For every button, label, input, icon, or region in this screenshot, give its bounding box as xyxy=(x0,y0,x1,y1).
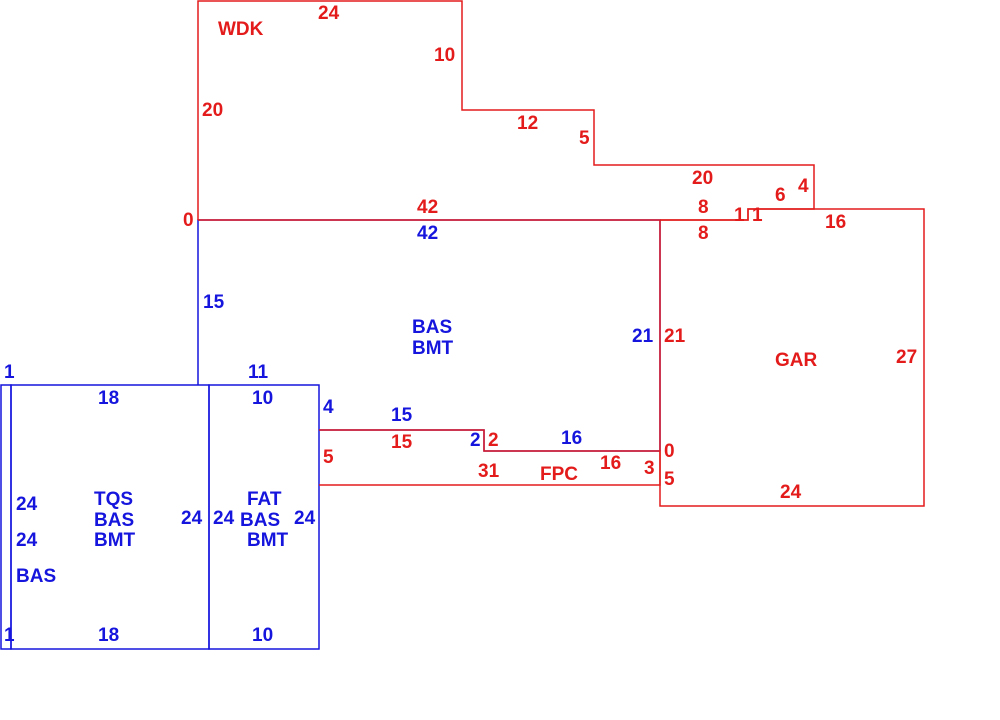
dim-fpc-step: 2 xyxy=(488,430,499,451)
dim-bas-lower-16: 16 xyxy=(561,428,582,449)
dim-left-24a: 24 xyxy=(16,494,38,515)
tqs-label-2: BAS xyxy=(94,510,134,531)
fat-label-2: BAS xyxy=(240,510,280,531)
fpc-outline xyxy=(319,429,661,486)
tqs-label-3: BMT xyxy=(94,530,136,551)
dim-step2-vert: 4 xyxy=(798,176,809,197)
dim-gar-bottom: 24 xyxy=(780,482,802,503)
bas-bmt-label-1: BAS xyxy=(412,317,452,338)
dim-step3-horiz: 6 xyxy=(775,185,786,206)
bas-left-strip xyxy=(0,384,12,650)
dim-fat-right: 24 xyxy=(294,508,316,529)
dim-bas-lower-11: 11 xyxy=(248,362,269,383)
dim-wdk-right-upper: 10 xyxy=(434,45,455,66)
dim-gar-right: 27 xyxy=(896,347,917,368)
fat-label-1: FAT xyxy=(247,489,282,510)
dim-fpc-right: 3 xyxy=(644,458,655,479)
dim-bas-lower-4: 4 xyxy=(323,397,334,418)
dim-left-24b: 24 xyxy=(16,530,38,551)
dim-origin: 0 xyxy=(183,210,194,231)
dim-left-top-1: 1 xyxy=(4,362,15,383)
wdk-label: WDK xyxy=(218,19,264,40)
dim-wdk-left: 20 xyxy=(202,100,223,121)
dim-tqs-right: 24 xyxy=(181,508,203,529)
dim-bas-right: 21 xyxy=(632,326,654,347)
dim-bas-left: 15 xyxy=(203,292,225,313)
dim-gar-left: 21 xyxy=(664,326,686,347)
dim-shared-top: 42 xyxy=(417,197,438,218)
dim-fat-left: 24 xyxy=(213,508,235,529)
dim-tqs-bottom: 18 xyxy=(98,625,119,646)
dim-step2-horiz: 20 xyxy=(692,168,713,189)
dim-fpc-top: 15 xyxy=(391,432,413,453)
dim-step1-vert: 5 xyxy=(579,128,590,149)
gar-label: GAR xyxy=(775,350,818,371)
dim-gar-left-lower-5: 5 xyxy=(664,469,675,490)
dim-bas-lower-15: 15 xyxy=(391,405,413,426)
dim-tqs-top: 18 xyxy=(98,388,119,409)
tqs-label-1: TQS xyxy=(94,489,133,510)
bas-left-label: BAS xyxy=(16,566,56,587)
fat-label-3: BMT xyxy=(247,530,289,551)
dim-gar-left-lower-0: 0 xyxy=(664,441,675,462)
dim-gar-top-left-8: 8 xyxy=(698,197,709,218)
dim-fpc-bottom: 31 xyxy=(478,461,500,482)
wdk-outline xyxy=(197,0,815,221)
dim-step1-horiz: 12 xyxy=(517,113,538,134)
dim-wdk-top: 24 xyxy=(318,3,340,24)
bas-bmt-label-2: BMT xyxy=(412,338,454,359)
fat-room xyxy=(208,384,320,650)
fpc-label: FPC xyxy=(540,464,578,485)
dim-notch-a: 1 xyxy=(734,205,745,226)
dim-fat-bottom: 10 xyxy=(252,625,273,646)
dim-gar-top: 16 xyxy=(825,212,846,233)
dim-fpc-left: 5 xyxy=(323,447,334,468)
dim-fat-top: 10 xyxy=(252,388,273,409)
dim-bas-top: 42 xyxy=(417,223,438,244)
dim-gar-top-right-8: 8 xyxy=(698,223,709,244)
dim-fpc-mid: 16 xyxy=(600,453,621,474)
dim-notch-b: 1 xyxy=(752,205,763,226)
dim-bas-lower-2: 2 xyxy=(470,430,481,451)
gar-outline xyxy=(659,208,925,507)
dim-left-bottom-1: 1 xyxy=(4,625,15,646)
